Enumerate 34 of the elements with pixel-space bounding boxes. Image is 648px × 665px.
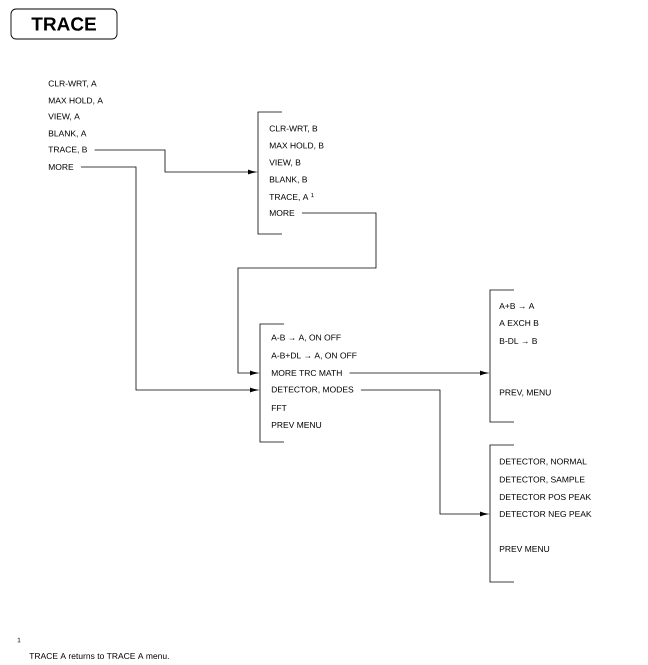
arrow — [94, 150, 256, 174]
menu-item: PREV, MENU — [500, 390, 551, 396]
menu-item: TRACE, A $^{1}$ — [269, 193, 314, 201]
title-key: TRACE — [10, 8, 118, 40]
menu-item: MORE TRC MATH — [272, 370, 342, 376]
menu-item: DETECTOR, NORMAL — [500, 458, 587, 466]
menu-item: DETECTOR POS PEAK — [500, 494, 592, 500]
menu-item: BLANK, A — [48, 130, 86, 138]
menu-item: A-B → A, ON OFF — [271, 334, 341, 342]
menu-item: TRACE, B — [48, 146, 87, 154]
menu-item: CLR-WRT, A — [48, 80, 97, 88]
arrow — [360, 390, 488, 516]
footnote: TRACE A returns to TRACE A menu. — [29, 653, 169, 659]
menu-item: MORE — [48, 164, 74, 170]
menu-item: A-B+DL → A, ON OFF — [271, 352, 357, 360]
menu-item: A+B → A — [499, 303, 534, 309]
menu-item: MAX HOLD, B — [270, 142, 324, 150]
menu-item: BLANK, B — [270, 176, 307, 184]
menu-item: A EXCH B — [499, 320, 538, 326]
menu-item: B-DL → B — [500, 338, 537, 344]
menu-item: DETECTOR, SAMPLE — [500, 476, 585, 484]
menu-item: MORE — [270, 210, 294, 216]
menu-item: VIEW, B — [269, 160, 300, 166]
menu-item: PREV MENU — [272, 422, 322, 428]
menu-item: MAX HOLD, A — [48, 98, 103, 105]
menu-item: DETECTOR NEG PEAK — [500, 511, 592, 517]
menu-item: PREV MENU — [500, 546, 550, 552]
menu-item: VIEW, A — [48, 114, 80, 120]
menu-item: DETECTOR, MODES — [272, 386, 354, 394]
menu-item: FFT — [272, 405, 287, 411]
arrow — [349, 370, 488, 376]
arrow — [80, 166, 258, 392]
menu-item: CLR-WRT, B — [270, 126, 318, 133]
arrow — [238, 212, 376, 376]
